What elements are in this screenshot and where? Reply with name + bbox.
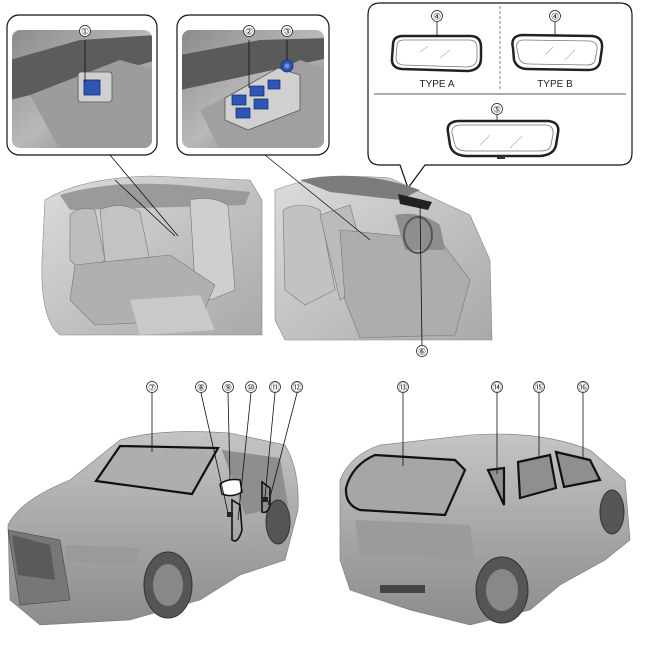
callout-13: ⑬ [398, 383, 407, 393]
front-door-wiring [231, 498, 243, 542]
callout-3: ③ [283, 27, 291, 37]
callout-8: ⑧ [197, 383, 205, 393]
door-mirror-outline [219, 478, 243, 497]
callout-11: ⑪ [270, 383, 279, 393]
interior-mirror-location [398, 194, 432, 210]
callout-1: ① [81, 27, 89, 37]
callout-2: ② [245, 27, 253, 37]
front-exterior-vehicle [7, 431, 299, 626]
mirror-frameless [446, 119, 560, 159]
callout-15: ⑮ [534, 383, 543, 393]
quarter-window-outline [486, 466, 506, 506]
rear-window-outline [344, 453, 467, 517]
window-switch-rear-right [253, 98, 269, 110]
callout-4-type-b: ④ [551, 12, 559, 22]
leader-line-inset-2 [264, 154, 371, 241]
mirror-type-a [390, 34, 483, 73]
rear-door-switch-inset: ① [6, 14, 158, 156]
lock-switch [267, 79, 281, 90]
callout-14: ⑭ [492, 383, 501, 393]
front-cabin-interior [274, 175, 493, 341]
type-b-label: TYPE B [537, 79, 573, 90]
callout-9: ⑨ [224, 383, 232, 393]
callout-5: ⑤ [493, 105, 501, 115]
driver-door-switch-inset: ② ③ [176, 14, 330, 156]
window-switch-front-right [249, 85, 265, 97]
callout-7: ⑦ [148, 383, 156, 393]
rear-view-mirror-inset: ④ TYPE A ④ TYPE B ⑤ [367, 2, 633, 190]
rear-window-switch-button [83, 79, 101, 96]
callout-12: ⑫ [292, 383, 301, 393]
front-door-window-outline [554, 450, 602, 489]
callout-10: ⑩ [247, 383, 255, 393]
window-switch-rear-left [235, 107, 251, 119]
callout-4-type-a: ④ [433, 12, 441, 22]
rear-exterior-vehicle [339, 433, 631, 626]
mirror-type-b [511, 33, 604, 72]
window-switch-front-left [231, 94, 247, 106]
rear-door-wiring [261, 480, 271, 514]
windshield-outline [94, 444, 220, 496]
callout-6: ⑥ [418, 347, 426, 357]
type-a-label: TYPE A [419, 79, 454, 90]
callout-16: ⑯ [578, 383, 587, 393]
rear-cabin-interior [41, 175, 263, 336]
leader-line-inset-1 [109, 154, 179, 237]
